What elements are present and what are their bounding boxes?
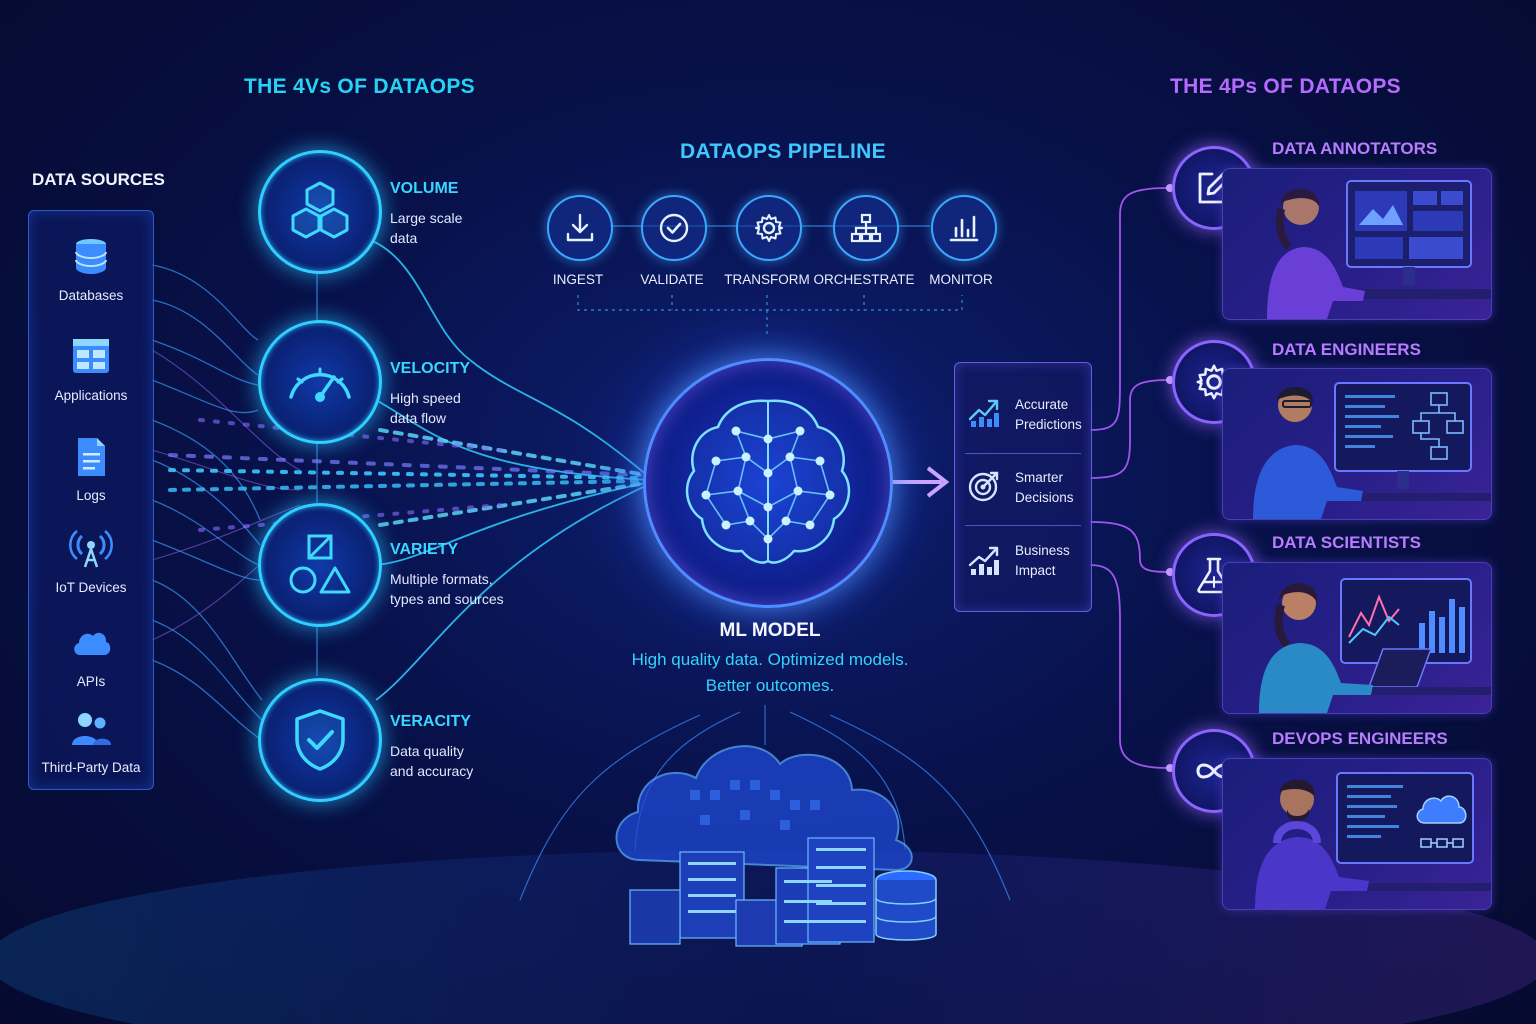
users-icon (72, 713, 111, 745)
role-scientists-title: DATA SCIENTISTS (1272, 533, 1421, 552)
pipeline-ingest-label: INGEST (552, 272, 604, 287)
velocity-desc: High speed data flow (390, 390, 461, 426)
engineer-workstation-illustration (1253, 382, 1491, 519)
pipeline-orchestrate-circle (833, 195, 899, 261)
annotator-workstation-illustration (1267, 180, 1491, 319)
pipeline-validate-circle (641, 195, 707, 261)
ml-model-core (643, 358, 893, 608)
role-scientists-card (1222, 562, 1492, 714)
ml-model-tagline-1: High quality data. Optimized models. (631, 650, 909, 669)
ml-model-title: ML MODEL (719, 620, 821, 641)
variety-circle (258, 503, 382, 627)
veracity-circle (258, 678, 382, 802)
brain-network-icon (685, 399, 851, 564)
outcome-business-impact: Business Impact (1015, 543, 1070, 578)
role-devops-card (1222, 758, 1492, 910)
variety-title: VARIETY (390, 541, 459, 558)
data-sources-panel: Databases Applications Logs (28, 210, 154, 790)
cloud-icon (74, 632, 111, 655)
outcome-smarter-decisions: Smarter Decisions (1015, 470, 1074, 505)
velocity-circle (258, 320, 382, 444)
ml-model-tagline-2: Better outcomes. (705, 676, 835, 695)
devops-workstation-illustration (1255, 772, 1491, 909)
outcomes-divider (965, 525, 1081, 526)
source-item-databases: Databases (29, 235, 153, 303)
volume-desc: Large scale data (390, 210, 463, 246)
scientist-workstation-illustration (1259, 578, 1491, 713)
pipeline-ingest-circle (547, 195, 613, 261)
cubes-icon (291, 181, 349, 239)
hierarchy-icon (850, 213, 882, 243)
four-ps-header: THE 4Ps OF DATAOPS (1170, 75, 1401, 98)
variety-desc: Multiple formats, types and sources (390, 571, 504, 607)
volume-title: VOLUME (390, 180, 459, 197)
shield-check-icon (295, 709, 345, 771)
outcomes-divider (965, 453, 1081, 454)
download-icon (566, 213, 594, 242)
outcome-accurate-predictions: Accurate Predictions (1015, 397, 1082, 432)
source-item-logs: Logs (29, 435, 153, 503)
role-devops-title: DEVOPS ENGINEERS (1272, 729, 1448, 748)
bar-chart-icon (949, 215, 979, 242)
target-icon (968, 471, 999, 502)
data-sources-header: DATA SOURCES (32, 170, 165, 189)
growth-chart-icon (968, 546, 999, 575)
four-vs-header: THE 4Vs OF DATAOPS (244, 75, 475, 98)
outcomes-panel: Accurate Predictions Smarter Decisions B… (954, 362, 1092, 612)
role-engineers-title: DATA ENGINEERS (1272, 340, 1421, 359)
volume-circle (258, 150, 382, 274)
shapes-icon (289, 534, 351, 594)
source-item-apis: APIs (29, 621, 153, 689)
cloud-servers-illustration (615, 745, 937, 947)
antenna-icon (69, 530, 113, 568)
velocity-title: VELOCITY (390, 360, 471, 377)
trend-chart-icon (968, 399, 999, 427)
veracity-desc: Data quality and accuracy (390, 743, 474, 779)
role-annotators-title: DATA ANNOTATORS (1272, 139, 1438, 158)
pipeline-transform-circle (736, 195, 802, 261)
pipeline-header: DATAOPS PIPELINE (680, 140, 886, 163)
role-annotators-card (1222, 168, 1492, 320)
document-icon (78, 438, 105, 476)
gear-icon (755, 214, 783, 242)
pipeline-monitor-circle (931, 195, 997, 261)
source-item-third-party: Third-Party Data (29, 707, 153, 775)
source-item-applications: Applications (29, 335, 153, 403)
pipeline-validate-label: VALIDATE (640, 272, 704, 287)
veracity-title: VERACITY (390, 713, 471, 730)
pipeline-orchestrate-label: ORCHESTRATE (813, 272, 915, 287)
speedometer-icon (289, 367, 351, 402)
database-icon (75, 239, 107, 274)
role-engineers-card (1222, 368, 1492, 520)
check-circle-icon (659, 213, 689, 243)
source-item-iot: IoT Devices (29, 527, 153, 595)
pipeline-transform-label: TRANSFORM (724, 272, 810, 287)
applications-icon (73, 339, 109, 373)
pipeline-monitor-label: MONITOR (929, 272, 993, 287)
